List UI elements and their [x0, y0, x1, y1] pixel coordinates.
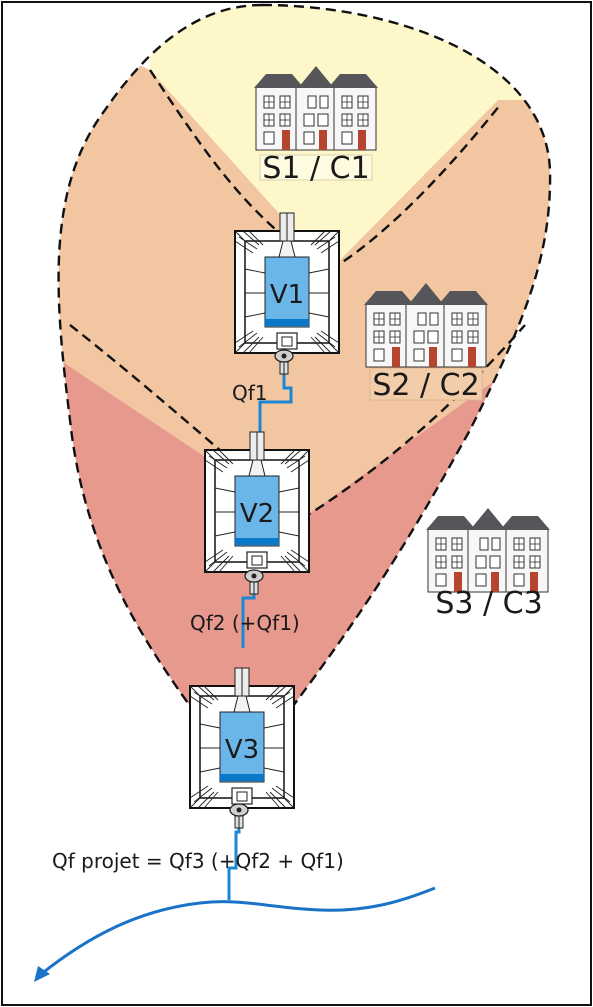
- houses-icon: [253, 65, 379, 151]
- pipe-v1-v2: [258, 368, 293, 432]
- flow-qf2-label: Qf2 (+Qf1): [190, 611, 300, 635]
- zone-s2-label-box: [369, 367, 483, 401]
- zone-s3-label: S3 / C3: [435, 586, 542, 621]
- river-arrow-icon: [39, 886, 436, 977]
- zone-s1-label: S1 / C1: [262, 151, 369, 186]
- houses-icon: [425, 507, 551, 593]
- zone-s2-label: S2 / C2: [372, 368, 479, 403]
- houses-icon: [363, 282, 489, 368]
- boundary-s1-s2: [149, 69, 501, 272]
- zone-s1-label-box: [259, 154, 373, 181]
- basin-v3-label: V3: [225, 735, 259, 765]
- flow-qf-projet-label: Qf projet = Qf3 (+Qf2 + Qf1): [52, 849, 344, 873]
- pipe-outlet: [227, 812, 241, 900]
- flow-qf1-label: Qf1: [232, 381, 268, 405]
- river-arrowhead: [34, 966, 50, 982]
- basin-v2-label: V2: [240, 499, 274, 529]
- basin-v1-label: V1: [270, 280, 304, 310]
